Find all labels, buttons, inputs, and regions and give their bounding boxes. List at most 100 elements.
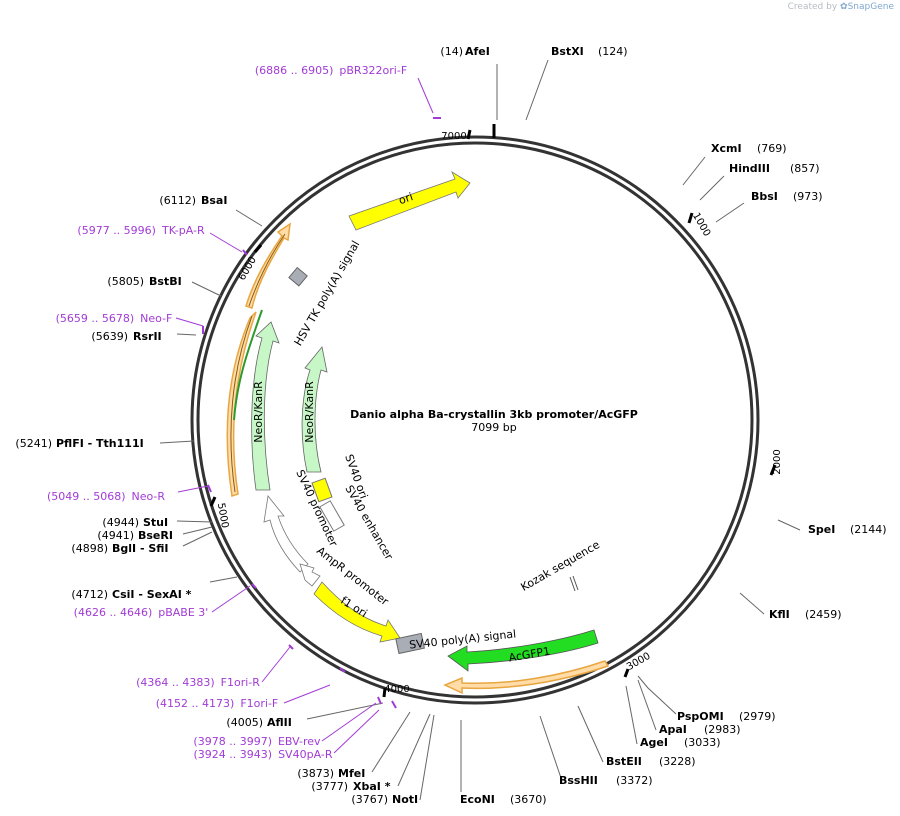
neor-kanr-outer-label: NeoR/KanR — [252, 381, 265, 443]
enzyme-bstbi-name: BstBI — [149, 275, 182, 288]
primer-pbabe-3: (4626 .. 4646)pBABE 3' — [74, 606, 209, 619]
enzyme-xcmi-name: XcmI — [711, 142, 742, 155]
enzyme-apai-name: ApaI — [659, 723, 687, 736]
enzyme-aflii-pos: (4005) — [226, 716, 263, 729]
snapgene-logo-icon: ✿ — [840, 2, 848, 12]
ori-arrow[interactable] — [348, 171, 471, 231]
enzyme-bsai-pos: (6112) — [159, 194, 196, 207]
enzyme-noti-name: NotI — [392, 793, 418, 806]
plasmid-length: 7099 bp — [471, 421, 516, 434]
enzyme-bbsi-name: BbsI — [751, 190, 778, 203]
enzyme-xbai-name: XbaI * — [353, 780, 391, 793]
enzyme-bstxi-name: BstXI — [551, 45, 584, 58]
tick-label-3000: 3000 — [625, 651, 653, 673]
enzyme-csii-name: CsiI - SexAI * — [112, 588, 192, 601]
neor-kanr-outer-arrow[interactable] — [251, 321, 280, 491]
sv40-promoter-arrow[interactable] — [263, 495, 309, 573]
enzyme-pflfi-name: PflFI - Tth111I — [56, 437, 144, 450]
enzyme-leaders — [159, 59, 801, 801]
enzyme-afei-pos: (14) — [440, 45, 463, 58]
hsv-tk-polya-box[interactable] — [288, 266, 308, 287]
primer-neo-f: (5659 .. 5678)Neo-F — [56, 312, 173, 325]
enzyme-pflfi-pos: (5241) — [15, 437, 52, 450]
enzyme-bseri-name: BseRI — [138, 529, 173, 542]
orf-outer-upper[interactable] — [245, 222, 291, 309]
tick-label-6000: 6000 — [237, 255, 259, 283]
primer-site-marks — [202, 117, 441, 709]
enzyme-aflii-name: AflII — [267, 716, 292, 729]
enzyme-stui-name: StuI — [143, 516, 168, 529]
enzyme-agei-pos: (3033) — [684, 736, 721, 749]
enzyme-kfli-pos: (2459) — [805, 608, 842, 621]
primer-f1ori-f: (4152 .. 4173)F1ori-F — [156, 697, 279, 710]
enzyme-bbsi-pos: (973) — [793, 190, 823, 203]
sv40-ori-box[interactable] — [311, 477, 333, 503]
enzyme-mfei-pos: (3873) — [297, 767, 334, 780]
enzyme-bstxi-pos: (124) — [598, 45, 628, 58]
primer-sv40pa-r: (3924 .. 3943)SV40pA-R — [194, 748, 333, 761]
f1-ori-arrow[interactable] — [313, 581, 401, 643]
enzyme-agei-name: AgeI — [640, 736, 668, 749]
tick-label-5000: 5000 — [215, 502, 230, 529]
enzyme-bsteii-name: BstEII — [606, 755, 642, 768]
snapgene-brand-name: SnapGene — [847, 2, 894, 12]
tick-label-2000: 2000 — [772, 449, 783, 474]
neor-kanr-inner-arrow[interactable] — [301, 346, 328, 473]
tick-label-1000: 1000 — [690, 211, 712, 239]
primer-neo-r: (5049 .. 5068)Neo-R — [47, 490, 165, 503]
orf-arrow-upper — [248, 233, 286, 307]
enzyme-econi-pos: (3670) — [510, 793, 547, 806]
kozak-mark[interactable] — [569, 575, 579, 592]
enzyme-kfli-name: KflI — [769, 608, 790, 621]
enzyme-rsrii-pos: (5639) — [91, 330, 128, 343]
primer-f1ori-r: (4364 .. 4383)F1ori-R — [136, 676, 260, 689]
snapgene-credit: Created by ✿SnapGene — [788, 2, 894, 12]
enzyme-noti-pos: (3767) — [351, 793, 388, 806]
scale-tick-marks — [209, 129, 777, 698]
kozak-label: Kozak sequence — [519, 538, 603, 594]
enzyme-apai-pos: (2983) — [704, 723, 741, 736]
enzyme-mfei-name: MfeI — [338, 767, 365, 780]
ori-label: ori — [397, 190, 415, 207]
enzyme-bstbi-pos: (5805) — [107, 275, 144, 288]
enzyme-bgli-name: BglI - SfiI — [112, 542, 169, 555]
backbone-outer-ring — [190, 135, 760, 705]
enzyme-bsshii-name: BssHII — [559, 774, 598, 787]
enzyme-xbai-pos: (3777) — [311, 780, 348, 793]
enzyme-spei-pos: (2144) — [850, 523, 887, 536]
orf-arrow-left — [230, 315, 253, 493]
primer-leaders — [175, 77, 434, 754]
enzyme-xcmi-pos: (769) — [757, 142, 787, 155]
enzyme-bsteii-pos: (3228) — [659, 755, 696, 768]
enzyme-spei-name: SpeI — [808, 523, 835, 536]
neor-kanr-inner-label: NeoR/KanR — [303, 381, 316, 443]
enzyme-bsshii-pos: (3372) — [616, 774, 653, 787]
created-by-text: Created by — [787, 2, 838, 12]
enzyme-pspomi-name: PspOMI — [677, 710, 724, 723]
backbone-inner-ring — [196, 141, 754, 699]
enzyme-econi-name: EcoNI — [460, 793, 495, 806]
enzyme-hindiii-name: HindIII — [729, 162, 770, 175]
primer-ebv-rev: (3978 .. 3997)EBV-rev — [193, 735, 321, 748]
hsv-tk-polya-label: HSV TK poly(A) signal — [292, 238, 363, 348]
sv40-polya-box[interactable] — [395, 632, 425, 655]
sv40-enhancer-box[interactable] — [319, 500, 345, 532]
enzyme-bgli-pos: (4898) — [71, 542, 108, 555]
enzyme-bsai-name: BsaI — [201, 194, 227, 207]
enzyme-afei-name: AfeI — [465, 45, 490, 58]
orf-bottom-arrow[interactable] — [443, 660, 610, 695]
orf-green-arrow — [233, 309, 263, 421]
enzyme-rsrii-name: RsrII — [133, 330, 162, 343]
ampr-promoter-arrow[interactable] — [299, 563, 321, 587]
enzyme-hindiii-pos: (857) — [790, 162, 820, 175]
primer-tk-pa-r: (5977 .. 5996)TK-pA-R — [77, 224, 205, 237]
tick-label-7000: 7000 — [441, 131, 466, 142]
enzyme-csii-pos: (4712) — [71, 588, 108, 601]
enzyme-pspomi-pos: (2979) — [739, 710, 776, 723]
enzyme-bseri-pos: (4941) — [97, 529, 134, 542]
acgfp1-arrow[interactable] — [447, 629, 599, 672]
plasmid-name: Danio alpha Ba-crystallin 3kb promoter/A… — [350, 408, 638, 421]
enzyme-stui-pos: (4944) — [102, 516, 139, 529]
tick-label-4000: 4000 — [384, 684, 409, 695]
